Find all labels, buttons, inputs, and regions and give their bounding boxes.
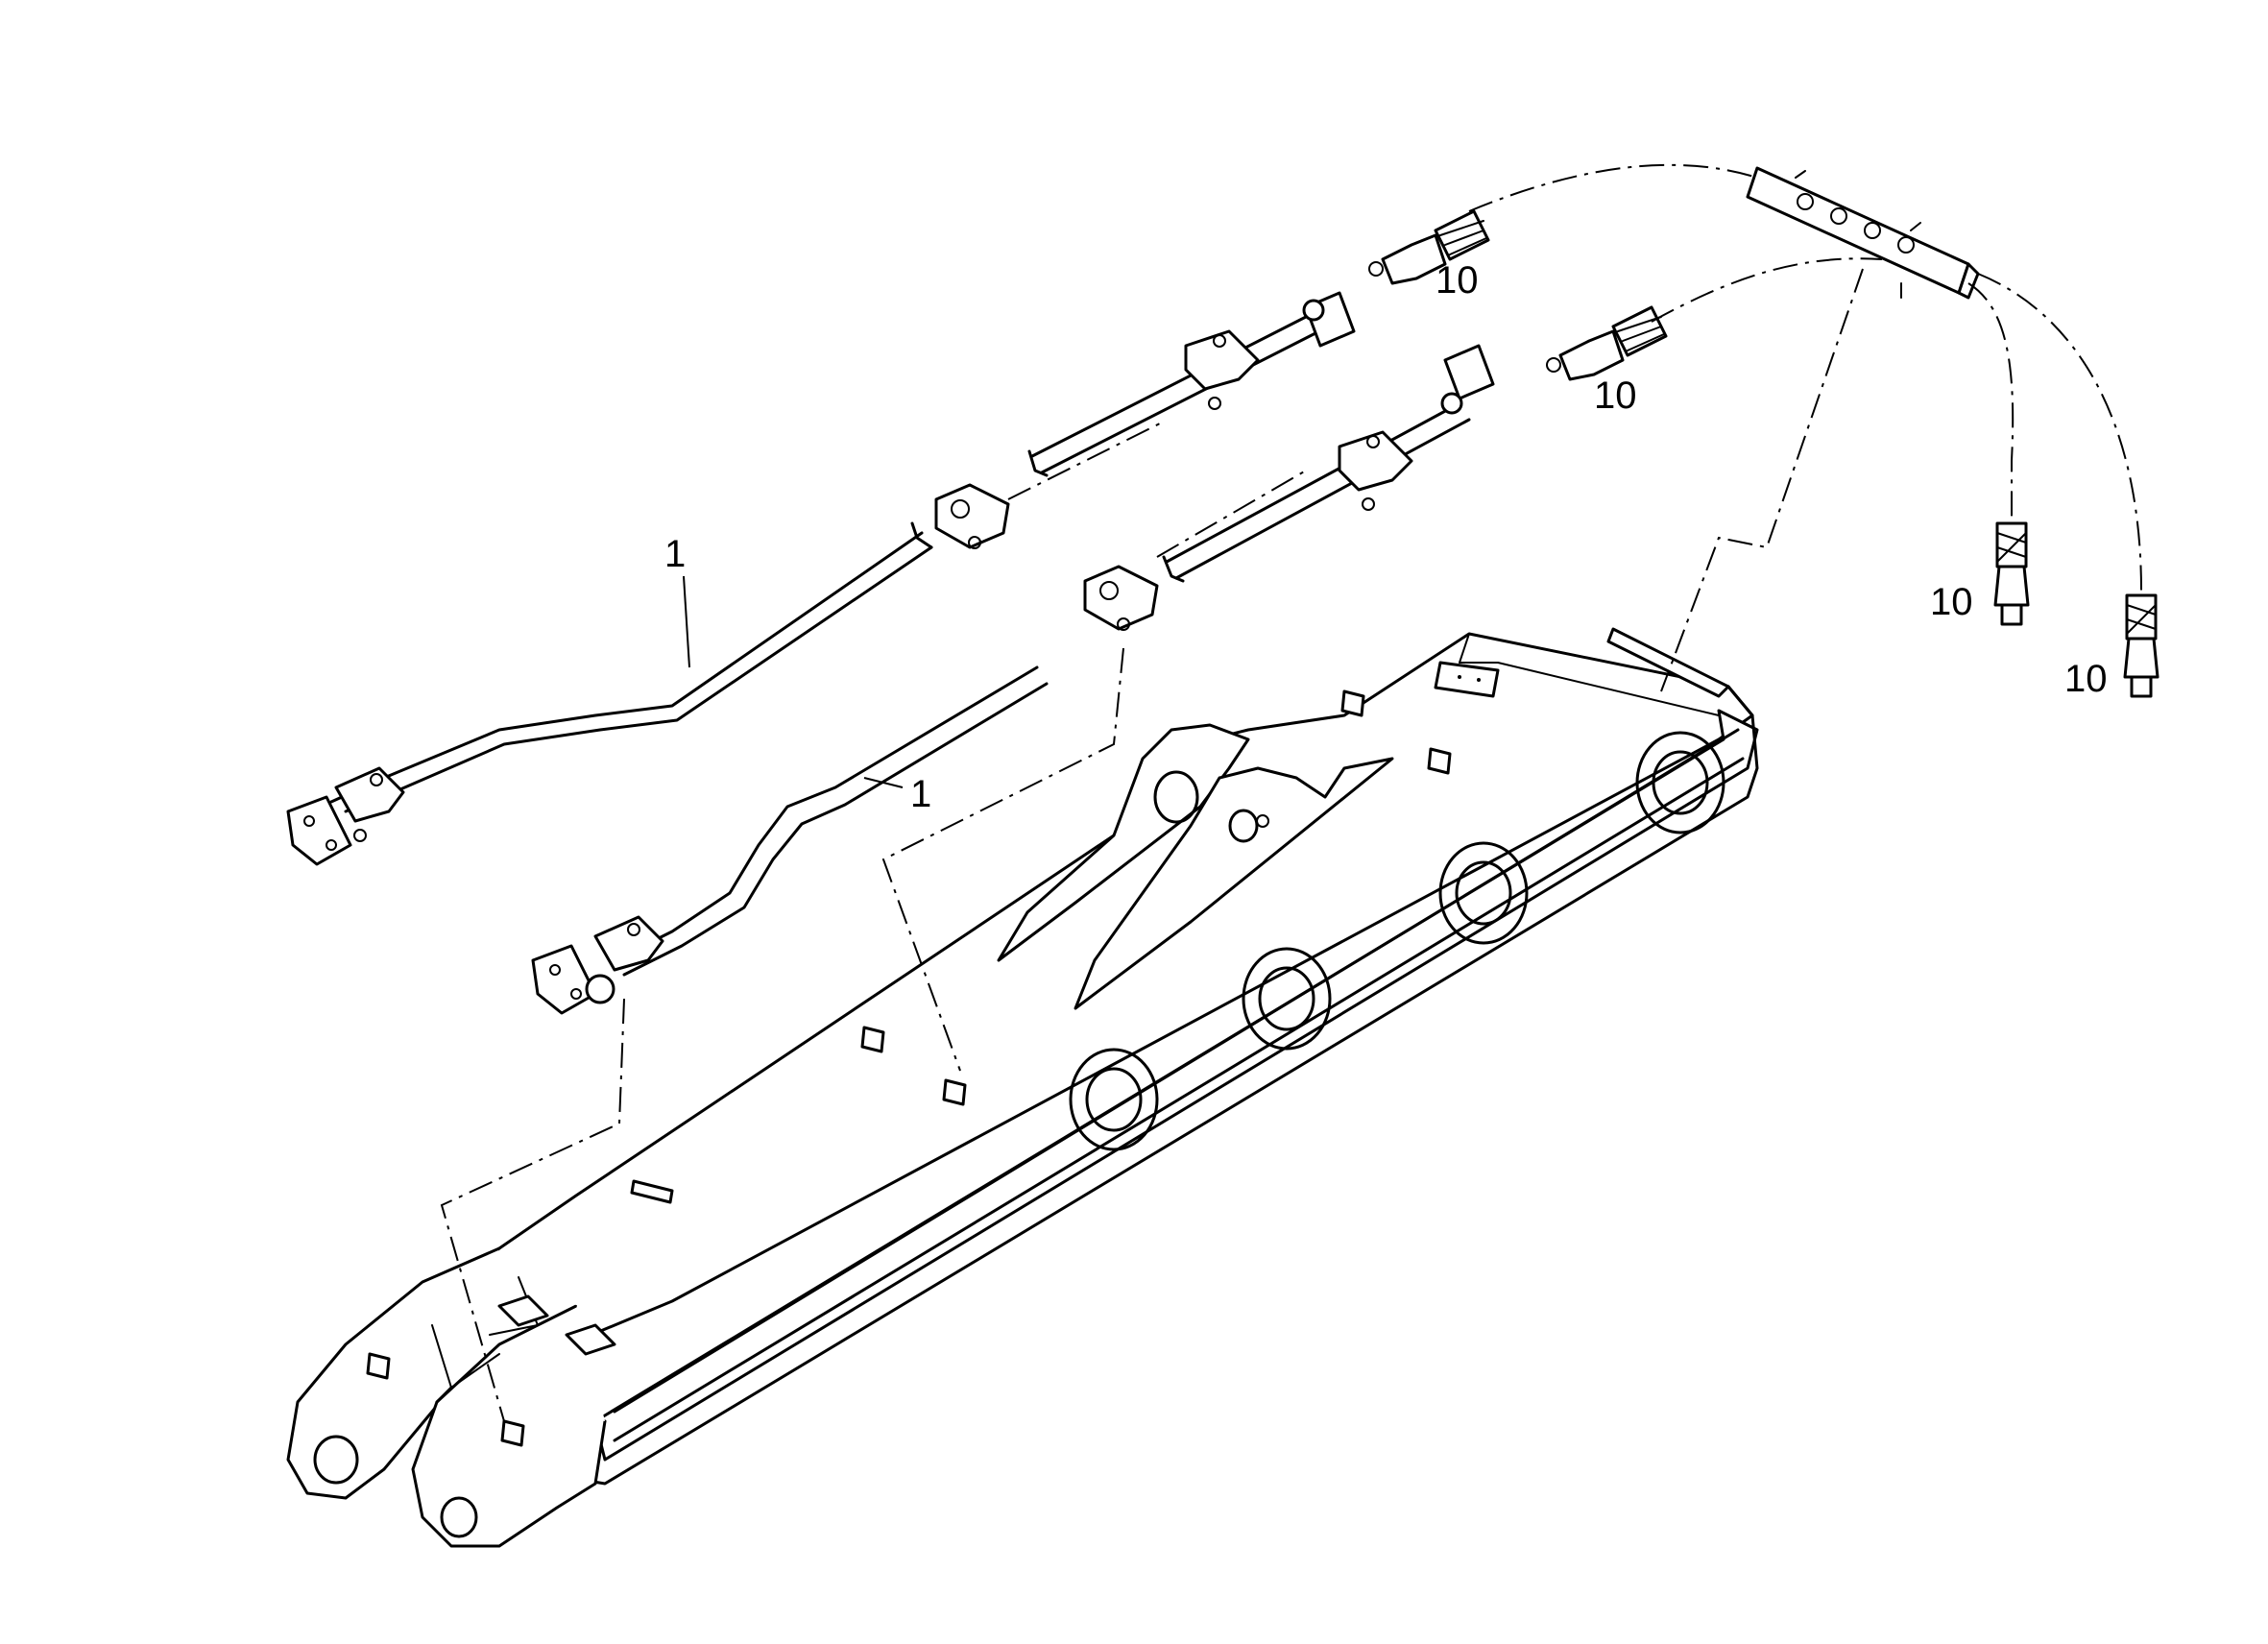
boom-pin-hole-2 [1438,841,1529,945]
leader-lower-pipe [863,777,904,788]
lubrication-distribution-block [1746,166,1980,300]
boom-pin-hole-3 [1242,947,1332,1051]
hose-fitting-right-a [1993,521,2030,626]
callout-hose-upper-middle: 10 [1594,375,1637,417]
boom-pin-hole-1 [1635,731,1725,834]
hose-fitting-right-b [2123,593,2159,698]
lower-hydraulic-pipe [531,665,1049,1015]
leader-upper-pipe [683,575,690,668]
connection-lines [440,163,2142,1422]
callout-upper-pipe: 1 [664,533,686,575]
callout-hose-right-a: 10 [1930,581,1973,623]
pipe-clamp-upper [934,483,1010,549]
callout-hose-right-b: 10 [2064,658,2108,700]
hose-fitting-upper-middle [1546,305,1668,381]
upper-hydraulic-pipe [286,521,933,866]
upper-pipe-segment [1027,291,1356,477]
pipe-clamp-lower [1083,565,1159,631]
lower-pipe-segment [1162,344,1495,583]
callout-lower-pipe: 1 [910,773,931,815]
callout-hose-upper-left: 10 [1436,259,1479,302]
boom-arm [286,627,1759,1548]
boom-pin-hole-4 [1069,1048,1159,1151]
hose-fitting-upper-left [1368,209,1490,285]
